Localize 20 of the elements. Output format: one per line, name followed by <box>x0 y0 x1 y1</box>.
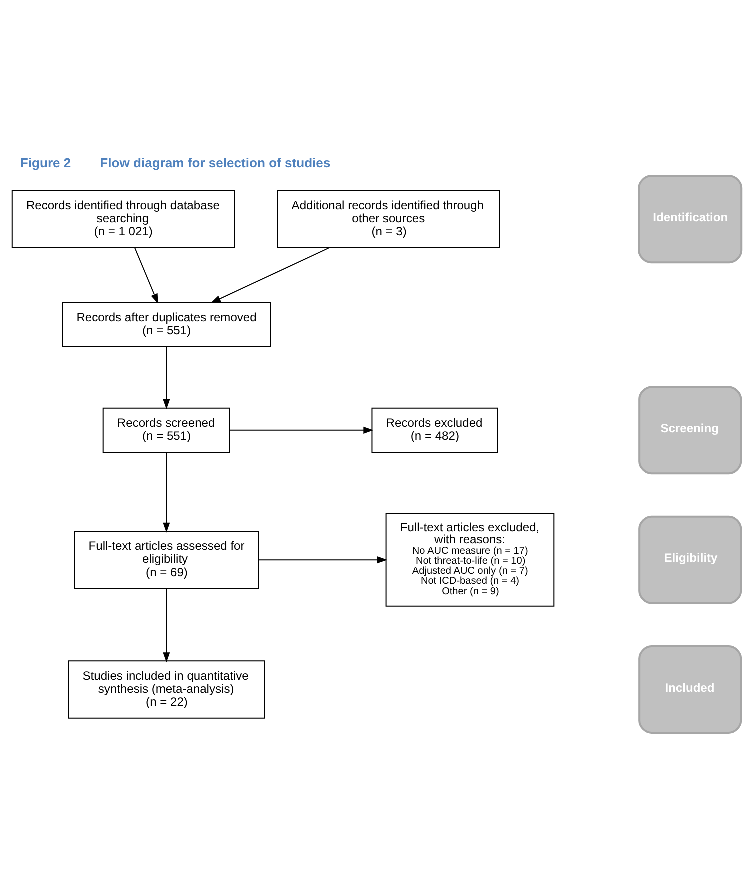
arrow <box>163 346 170 410</box>
node-box: Full-text articles assessed for eligibility (n = 69) <box>74 530 260 589</box>
arrow <box>230 426 374 434</box>
node-box: Records identified through database searching (n = 1 021) <box>12 190 236 248</box>
node-box: Screening <box>638 386 742 474</box>
node-box: Eligibility <box>638 515 742 604</box>
arrow <box>163 588 170 662</box>
arrow <box>163 452 170 532</box>
node-box: Included <box>638 645 742 734</box>
node-box: Full-text articles excluded, with reasons: No AUC measure (n = 17) Not threat-to-life (n = 10) Adjusted AUC only (n = 7) Not ICD-based (n = 4) Other (n = 9) <box>386 512 555 606</box>
arrow <box>210 247 330 303</box>
arrow <box>134 247 158 304</box>
node-box: Records excluded (n = 482) <box>372 407 498 453</box>
arrow <box>258 556 388 564</box>
node-box: Records after duplicates removed (n = 551) <box>62 302 272 347</box>
node-box: Additional records identified through other sources (n = 3) <box>277 190 500 248</box>
diagram-title: Figure 2 Flow diagram for selection of studies <box>20 154 331 170</box>
node-box: Studies included in quantitative synthesis (meta-analysis) (n = 22) <box>68 660 266 718</box>
node-box: Identification <box>638 174 743 264</box>
node-box: Records screened (n = 551) <box>102 407 230 453</box>
